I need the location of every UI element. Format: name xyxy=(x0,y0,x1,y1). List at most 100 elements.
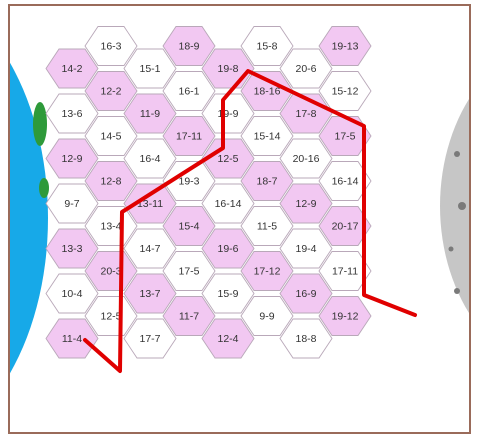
hex-cell[interactable]: 11-4 xyxy=(46,319,98,358)
hex-cell[interactable]: 11-9 xyxy=(124,94,176,133)
hex-label: 16-4 xyxy=(139,153,160,165)
hex-cell[interactable]: 15-8 xyxy=(241,27,293,66)
hex-label: 20-16 xyxy=(293,153,320,165)
hex-cell[interactable]: 14-5 xyxy=(85,117,137,156)
hex-label: 20-6 xyxy=(295,63,316,75)
hex-cell[interactable]: 15-12 xyxy=(319,72,371,111)
hex-cell[interactable]: 19-6 xyxy=(202,229,254,268)
hex-cell[interactable]: 15-9 xyxy=(202,274,254,313)
hex-label: 12-8 xyxy=(100,176,121,188)
hex-label: 14-7 xyxy=(139,243,160,255)
hex-label: 17-7 xyxy=(139,333,160,345)
hex-label: 15-9 xyxy=(217,288,238,300)
hex-label: 13-4 xyxy=(100,221,121,233)
hex-label: 17-11 xyxy=(176,131,202,143)
hex-cell[interactable]: 13-7 xyxy=(124,274,176,313)
hex-cell[interactable]: 15-14 xyxy=(241,117,293,156)
hex-label: 17-8 xyxy=(295,108,316,120)
hex-label: 14-2 xyxy=(61,63,82,75)
hex-cell[interactable]: 16-3 xyxy=(85,27,137,66)
hex-cell[interactable]: 15-4 xyxy=(163,207,215,246)
hex-label: 14-5 xyxy=(100,131,121,143)
hex-cell[interactable]: 19-12 xyxy=(319,297,371,336)
hex-label: 19-13 xyxy=(332,41,359,53)
hex-label: 12-2 xyxy=(100,86,121,98)
hex-label: 13-3 xyxy=(61,243,82,255)
hex-label: 19-12 xyxy=(332,311,359,323)
hex-cell[interactable]: 17-7 xyxy=(124,319,176,358)
hex-label: 19-9 xyxy=(217,108,238,120)
hex-cell[interactable]: 12-8 xyxy=(85,162,137,201)
hex-label: 16-3 xyxy=(100,41,121,53)
hex-cell[interactable]: 19-4 xyxy=(280,229,332,268)
hex-cell[interactable]: 18-9 xyxy=(163,27,215,66)
hex-label: 10-4 xyxy=(61,288,82,300)
hex-label: 12-5 xyxy=(217,153,238,165)
hex-cell[interactable]: 13-3 xyxy=(46,229,98,268)
hex-label: 12-9 xyxy=(295,198,316,210)
hex-cell[interactable]: 20-16 xyxy=(280,139,332,178)
hex-label: 16-14 xyxy=(215,198,242,210)
hex-cell[interactable]: 9-7 xyxy=(46,184,98,223)
hex-label: 15-8 xyxy=(256,41,277,53)
hex-cell[interactable]: 10-4 xyxy=(46,274,98,313)
hex-label: 17-12 xyxy=(254,266,281,278)
hex-cell[interactable]: 11-5 xyxy=(241,207,293,246)
game-board: 16-3 18-9 15-8 19-13 14-2 15-1 19-8 20-6 12-2 16-… xyxy=(8,4,471,434)
hex-label: 12-4 xyxy=(217,333,238,345)
hex-cell[interactable]: 19-8 xyxy=(202,49,254,88)
hex-cell[interactable]: 17-11 xyxy=(163,117,215,156)
hex-cell[interactable]: 13-6 xyxy=(46,94,98,133)
hex-label: 17-5 xyxy=(334,131,355,143)
moon-icon xyxy=(440,36,469,376)
hex-label: 19-6 xyxy=(217,243,238,255)
hex-label: 13-6 xyxy=(61,108,82,120)
hex-cell[interactable]: 12-9 xyxy=(46,139,98,178)
hex-cell[interactable]: 12-4 xyxy=(202,319,254,358)
hex-label: 17-11 xyxy=(332,266,358,278)
hex-label: 16-9 xyxy=(295,288,316,300)
hex-cell[interactable]: 14-7 xyxy=(124,229,176,268)
hex-label: 18-16 xyxy=(254,86,281,98)
hex-cell[interactable]: 18-8 xyxy=(280,319,332,358)
hex-label: 9-7 xyxy=(64,198,79,210)
hex-cell[interactable]: 12-2 xyxy=(85,72,137,111)
hex-cell[interactable]: 20-3 xyxy=(85,252,137,291)
hex-cell[interactable]: 18-7 xyxy=(241,162,293,201)
hex-label: 11-7 xyxy=(179,311,199,323)
hex-cell[interactable]: 13-4 xyxy=(85,207,137,246)
hex-cell[interactable]: 12-5 xyxy=(85,297,137,336)
hex-cell[interactable]: 17-5 xyxy=(163,252,215,291)
hex-label: 15-14 xyxy=(254,131,281,143)
hex-cell[interactable]: 17-12 xyxy=(241,252,293,291)
hex-cell[interactable]: 19-13 xyxy=(319,27,371,66)
hex-label: 18-9 xyxy=(178,41,199,53)
hex-cell[interactable]: 16-1 xyxy=(163,72,215,111)
hex-label: 15-1 xyxy=(139,63,160,75)
hex-label: 9-9 xyxy=(259,311,274,323)
hex-label: 13-7 xyxy=(139,288,160,300)
hex-cell[interactable]: 16-9 xyxy=(280,274,332,313)
hex-cell[interactable]: 16-4 xyxy=(124,139,176,178)
hex-label: 17-5 xyxy=(178,266,199,278)
hex-cell[interactable]: 15-1 xyxy=(124,49,176,88)
hex-cell[interactable]: 9-9 xyxy=(241,297,293,336)
hex-label: 11-5 xyxy=(257,221,277,233)
hex-cell[interactable]: 12-9 xyxy=(280,184,332,223)
hex-cell[interactable]: 18-16 xyxy=(241,72,293,111)
hex-label: 20-17 xyxy=(332,221,359,233)
hex-label: 11-9 xyxy=(140,108,160,120)
hex-cell[interactable]: 20-6 xyxy=(280,49,332,88)
hex-label: 15-4 xyxy=(178,221,199,233)
hex-label: 12-5 xyxy=(100,311,121,323)
hex-label: 20-3 xyxy=(100,266,121,278)
hex-label: 16-1 xyxy=(178,86,199,98)
hex-label: 19-8 xyxy=(217,63,238,75)
hex-label: 12-9 xyxy=(61,153,82,165)
hex-cell[interactable]: 16-14 xyxy=(202,184,254,223)
hex-label: 18-7 xyxy=(256,176,277,188)
hex-cell[interactable]: 19-9 xyxy=(202,94,254,133)
hex-cell[interactable]: 14-2 xyxy=(46,49,98,88)
hex-label: 19-3 xyxy=(178,176,199,188)
hex-cell[interactable]: 11-7 xyxy=(163,297,215,336)
